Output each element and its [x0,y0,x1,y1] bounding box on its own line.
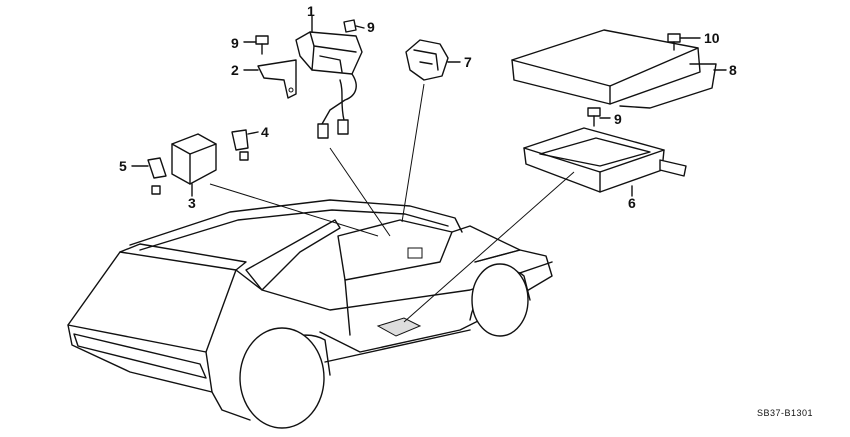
label-part-10: 10 [704,30,720,46]
car-front-hood [474,249,553,296]
car-tail-light [73,333,207,379]
label-part-9-top-right: 9 [367,19,375,35]
part-1-harness-unit [295,15,363,139]
diagram-code: SB37-B1301 [757,408,814,418]
label-part-1: 1 [307,3,315,19]
car-roof [129,199,463,246]
bolt-9-top-right [343,19,365,33]
label-part-6: 6 [628,195,636,211]
bolt-10 [667,33,701,51]
label-part-9-right: 9 [614,111,622,127]
car-rocker [324,329,471,363]
part-3-control-module [171,133,217,197]
car-rear-panel [205,351,213,393]
car-rear-body [67,324,251,421]
label-part-2: 2 [231,62,239,78]
part-2-bracket [243,59,297,99]
part-5-clip [131,157,167,195]
label-part-8: 8 [729,62,737,78]
label-part-3: 3 [188,195,196,211]
part-6-ecu [523,127,687,197]
car-illustration [67,199,553,429]
leader-lines [209,83,575,323]
label-part-7: 7 [464,54,472,70]
bolt-9-right [587,107,611,127]
car-spoiler [119,243,247,271]
part-7-sensor [405,39,461,81]
car-rear-window [67,251,237,353]
car-under-seat-ecu [376,317,422,337]
car-side-window-front [337,219,453,281]
label-part-4: 4 [261,124,269,140]
label-part-5: 5 [119,158,127,174]
bolt-9-top-left [243,35,269,55]
part-4-clip [231,129,259,161]
label-part-9-top-left: 9 [231,35,239,51]
car-front-wheel [471,263,529,337]
car-rear-wheel [239,327,325,429]
car-roof-inner [139,209,449,251]
car-side-window-rear [245,219,341,291]
car-door-line [344,279,351,336]
car-interior-module [407,247,423,259]
part-8-cover [511,29,727,109]
